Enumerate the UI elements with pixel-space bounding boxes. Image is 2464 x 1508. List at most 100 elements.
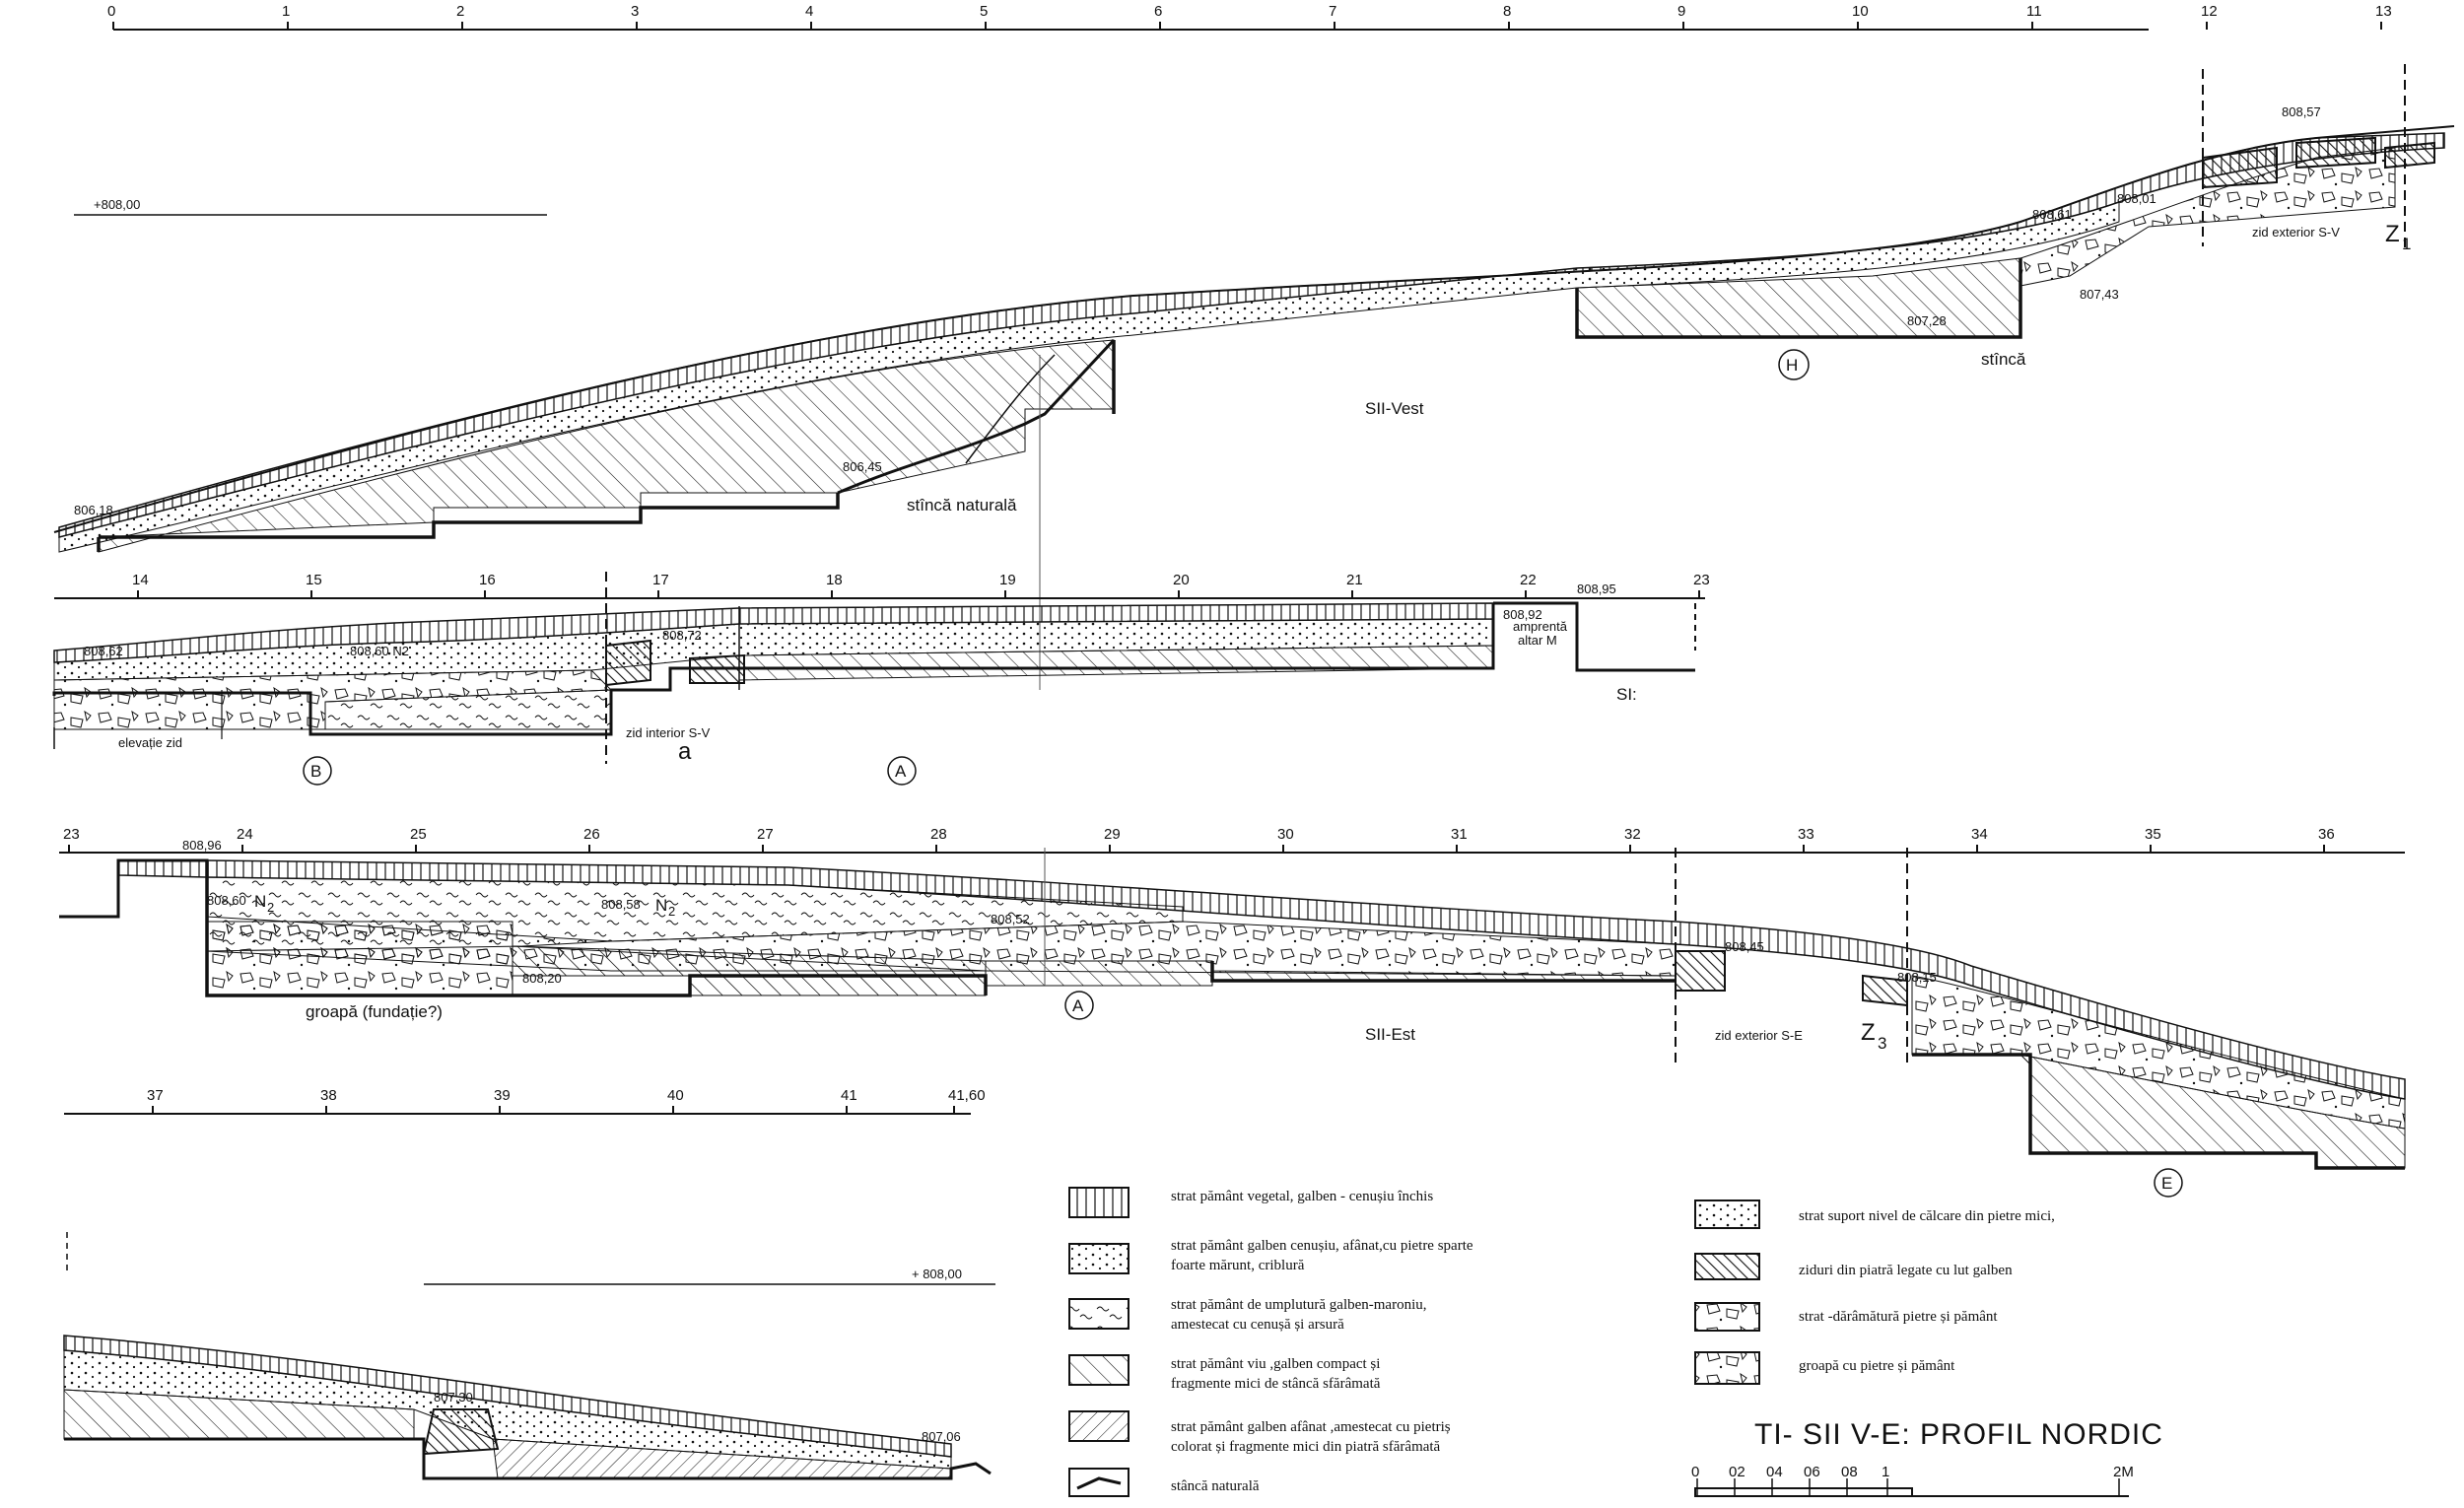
ruler-tick-label: 32 — [1624, 826, 1641, 843]
elevation-label: 808,62 — [84, 644, 123, 658]
legend-label: strat pământ galben cenușiu, afânat,cu p… — [1171, 1238, 1473, 1254]
legend-swatch-rubble — [1694, 1302, 1760, 1332]
legend-label: strat pământ galben afânat ,amestecat cu… — [1171, 1419, 1451, 1435]
ruler-tick-label: 36 — [2318, 826, 2335, 843]
legend-label: stâncă naturală — [1171, 1478, 1260, 1494]
note-inner-wall: zid interior S-V — [626, 725, 711, 740]
legend-label: strat pământ viu ,galben compact și — [1171, 1356, 1380, 1372]
ruler-tick-label: 25 — [410, 826, 427, 843]
ruler-tick-label: 2 — [456, 3, 464, 20]
legend-swatch-compact — [1068, 1354, 1129, 1386]
layer-rubble-right-panel-3 — [1911, 975, 2406, 1130]
elevation-label: 807,28 — [1907, 313, 1947, 328]
elevation-label: 808,61 — [2032, 207, 2072, 222]
scale-label: 06 — [1804, 1464, 1820, 1480]
ruler-tick-label: 37 — [147, 1087, 164, 1104]
layer-gravel-panel-4 — [63, 1349, 952, 1470]
sheet-title: TI- SII V-E: PROFIL NORDIC — [1754, 1418, 2163, 1451]
elevation-label: 808,72 — [662, 628, 702, 643]
scale-label: 0 — [1691, 1464, 1699, 1480]
elevation-label: 808,57 — [2282, 104, 2321, 119]
elevation-label: 808,01 — [2117, 191, 2156, 206]
wall-segment-panel-4 — [422, 1408, 500, 1456]
elevation-label: 807,30 — [434, 1390, 473, 1405]
ruler-tick-label: 4 — [805, 3, 813, 20]
layer-compact-panel-1 — [98, 339, 1115, 553]
bedrock-line-2-panel-1 — [965, 354, 1056, 464]
ruler-tick-label: 30 — [1277, 826, 1294, 843]
elevation-label: 807,06 — [922, 1429, 961, 1444]
profile-base-panel-3 — [205, 860, 2405, 1170]
layer-gravel-panel-1 — [58, 201, 2120, 553]
scale-label: 08 — [1841, 1464, 1858, 1480]
ground-surface-panel-1 — [53, 125, 2455, 533]
ruler-tick-label: 27 — [757, 826, 774, 843]
elevation-label: 808,45 — [1725, 939, 1764, 954]
ruler-tick-label: 33 — [1798, 826, 1814, 843]
legend-label: strat pământ vegetal, galben - cenușiu î… — [1171, 1189, 1433, 1204]
ruler-tick-label: 17 — [652, 572, 669, 588]
ruler-tick-label: 21 — [1346, 572, 1363, 588]
legend: strat pământ vegetal, galben - cenușiu î… — [1068, 1187, 2055, 1497]
legend-label: fragmente mici de stâncă sfărâmată — [1171, 1376, 1381, 1392]
ruler-tick-label: 18 — [826, 572, 843, 588]
section-label-panel-2: SI: — [1616, 685, 1637, 704]
elevation-label: 808,96 — [182, 838, 222, 853]
datum-label-panel-1: +808,00 — [94, 197, 140, 212]
note-wall-panel-3: zid exterior S-E — [1715, 1028, 1803, 1043]
ruler-tick-label: 29 — [1104, 826, 1121, 843]
circle-label-b: B — [310, 762, 321, 781]
elevation-label: 806,45 — [843, 459, 882, 474]
ruler-tick-label: 14 — [132, 572, 149, 588]
legend-swatch-wall — [1694, 1253, 1760, 1280]
wall-code-panel-1: Z — [2385, 221, 2400, 247]
legend-label: ziduri din piatră legate cu lut galben — [1799, 1263, 2013, 1278]
note-wall-panel-1: zid exterior S-V — [2252, 225, 2340, 240]
note-pit: groapă (fundație?) — [306, 1002, 443, 1021]
ruler-tick-label: 11 — [2026, 3, 2042, 20]
ruler-tick-label: 16 — [479, 572, 496, 588]
datum-label-panel-4: + 808,00 — [912, 1267, 962, 1281]
note-rock2-panel-1: stîncă — [1981, 350, 2026, 369]
ruler-tick-label: 41,60 — [948, 1087, 986, 1104]
ruler-tick-label: 23 — [1693, 572, 1710, 588]
profile-base-panel-1 — [97, 258, 2022, 552]
ruler-tick-label: 41 — [841, 1087, 857, 1104]
elevation-label: 808,60 — [207, 893, 246, 908]
circle-label-e: E — [2161, 1174, 2172, 1193]
ruler-tick-label: 34 — [1971, 826, 1988, 843]
ruler-tick-label: 5 — [980, 3, 988, 20]
elevation-label: 807,43 — [2080, 287, 2119, 302]
ruler-tick-label: 15 — [306, 572, 322, 588]
legend-label: foarte mărunt, criblură — [1171, 1258, 1305, 1273]
circle-label-a-panel-3: A — [1072, 996, 1084, 1015]
elevation-label: 808,60 N2 — [350, 644, 409, 658]
n2-sub-right: 2 — [668, 904, 675, 919]
profile-base-panel-4 — [64, 1437, 992, 1480]
legend-label: amestecat cu cenușă și arsură — [1171, 1317, 1344, 1333]
wall-block-right-panel-1 — [2384, 141, 2435, 170]
wall-a-panel-2 — [605, 639, 651, 687]
ruler-tick-label: 10 — [1852, 3, 1869, 20]
ruler-tick-label: 28 — [930, 826, 947, 843]
elevation-label: 806,18 — [74, 503, 113, 517]
n2-sub-left: 2 — [267, 900, 274, 915]
section-label-panel-1: SII-Vest — [1365, 399, 1424, 418]
note-altar-line2: altar M — [1518, 633, 1557, 648]
ruler-tick-label: 39 — [494, 1087, 511, 1104]
ruler-tick-label: 3 — [631, 3, 639, 20]
layer-gravel-panel-2 — [53, 618, 1494, 681]
ruler-tick-label: 13 — [2375, 3, 2392, 20]
legend-label: groapă cu pietre și pământ — [1799, 1358, 1955, 1374]
note-elevation-wall: elevație zid — [118, 735, 182, 750]
elevation-label: 808,58 — [601, 897, 641, 912]
wall-segment-2-panel-1 — [2295, 136, 2376, 170]
legend-swatch-gravel — [1068, 1243, 1129, 1274]
wall-segment-panel-3 — [1675, 950, 1726, 992]
legend-swatch-vegetal — [1068, 1187, 1129, 1218]
ruler-tick-label: 0 — [107, 3, 115, 20]
